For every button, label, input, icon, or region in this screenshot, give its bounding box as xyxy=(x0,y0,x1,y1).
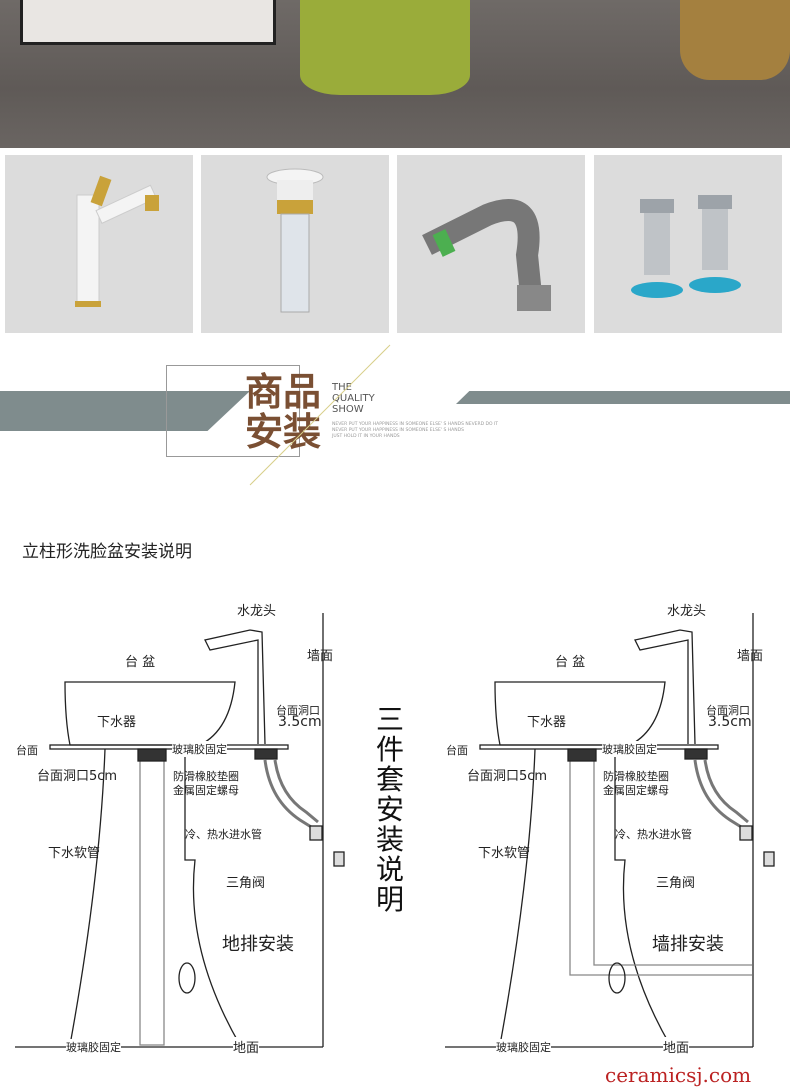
right-diagram xyxy=(445,613,775,1048)
label-counter-hole: 台面洞口 xyxy=(276,704,320,717)
basket xyxy=(680,0,790,80)
label-wall: 墙面 xyxy=(307,649,334,664)
label-faucet: 水龙头 xyxy=(237,604,277,619)
caption-wall-drain: 墙排安装 xyxy=(652,934,724,955)
wall-painting xyxy=(20,0,276,45)
label-glass-glue-bottom: 玻璃胶固定 xyxy=(66,1039,121,1055)
faucet-icon xyxy=(75,175,159,307)
label-rubber-gasket: 防滑橡胶垫圈 xyxy=(173,770,239,783)
label-water-pipe: 冷、热水进水管 xyxy=(185,828,262,841)
caption-floor-drain: 地排安装 xyxy=(222,934,294,955)
label-angle-valve: 三角阀 xyxy=(656,876,696,891)
drain-hose-icon xyxy=(422,199,551,311)
label-glass-glue: 玻璃胶固定 xyxy=(172,741,227,757)
label-basin: 台 盆 xyxy=(125,655,156,670)
label-drain: 下水器 xyxy=(527,715,567,730)
green-pedestal xyxy=(300,0,470,95)
banner-band-left xyxy=(0,391,250,431)
label-drain-hose: 下水软管 xyxy=(48,846,101,861)
label-glass-glue-bottom: 玻璃胶固定 xyxy=(496,1039,551,1055)
label-counter-hole: 台面洞口 xyxy=(706,704,750,717)
label-rubber-gasket: 防滑橡胶垫圈 xyxy=(603,770,669,783)
label-basin: 台 盆 xyxy=(555,655,586,670)
label-hole-size: 3.5cm xyxy=(278,714,322,730)
label-floor: 地面 xyxy=(233,1037,260,1056)
left-diagram xyxy=(15,613,345,1048)
label-faucet: 水龙头 xyxy=(667,604,707,619)
drain-icon xyxy=(266,168,324,313)
product-drain-hose xyxy=(397,155,585,333)
tagline-1: NEVER PUT YOUR HAPPINESS IN SOMEONE ELSE… xyxy=(332,422,499,427)
diagram-heading: 立柱形洗脸盆安装说明 xyxy=(22,542,192,562)
label-wall: 墙面 xyxy=(737,649,764,664)
label-counter: 台面 xyxy=(446,744,468,757)
watermark: ceramicsj.com xyxy=(605,1063,752,1087)
angle-valve-icon xyxy=(631,195,741,298)
label-hole-size: 3.5cm xyxy=(708,714,752,730)
banner-band-right xyxy=(456,391,790,404)
label-drain: 下水器 xyxy=(97,715,137,730)
label-floor: 地面 xyxy=(663,1037,690,1056)
hero-photo xyxy=(0,0,790,148)
label-metal-nut: 金属固定螺母 xyxy=(603,784,669,797)
label-counter: 台面 xyxy=(16,744,38,757)
center-title: 三件套安装说明 xyxy=(376,703,405,916)
product-angle-valve xyxy=(594,155,782,333)
label-metal-nut: 金属固定螺母 xyxy=(173,784,239,797)
tagline-2: NEVER PUT YOUR HAPPINESS IN SOMEONE ELSE… xyxy=(332,428,464,433)
product-drain xyxy=(201,155,389,333)
label-water-pipe: 冷、热水进水管 xyxy=(615,828,692,841)
label-counter-hole-5cm: 台面洞口5cm xyxy=(467,769,548,784)
label-glass-glue: 玻璃胶固定 xyxy=(602,741,657,757)
label-angle-valve: 三角阀 xyxy=(226,876,266,891)
label-drain-hose: 下水软管 xyxy=(478,846,531,861)
product-faucet xyxy=(5,155,193,333)
label-counter-hole-5cm: 台面洞口5cm xyxy=(37,769,118,784)
